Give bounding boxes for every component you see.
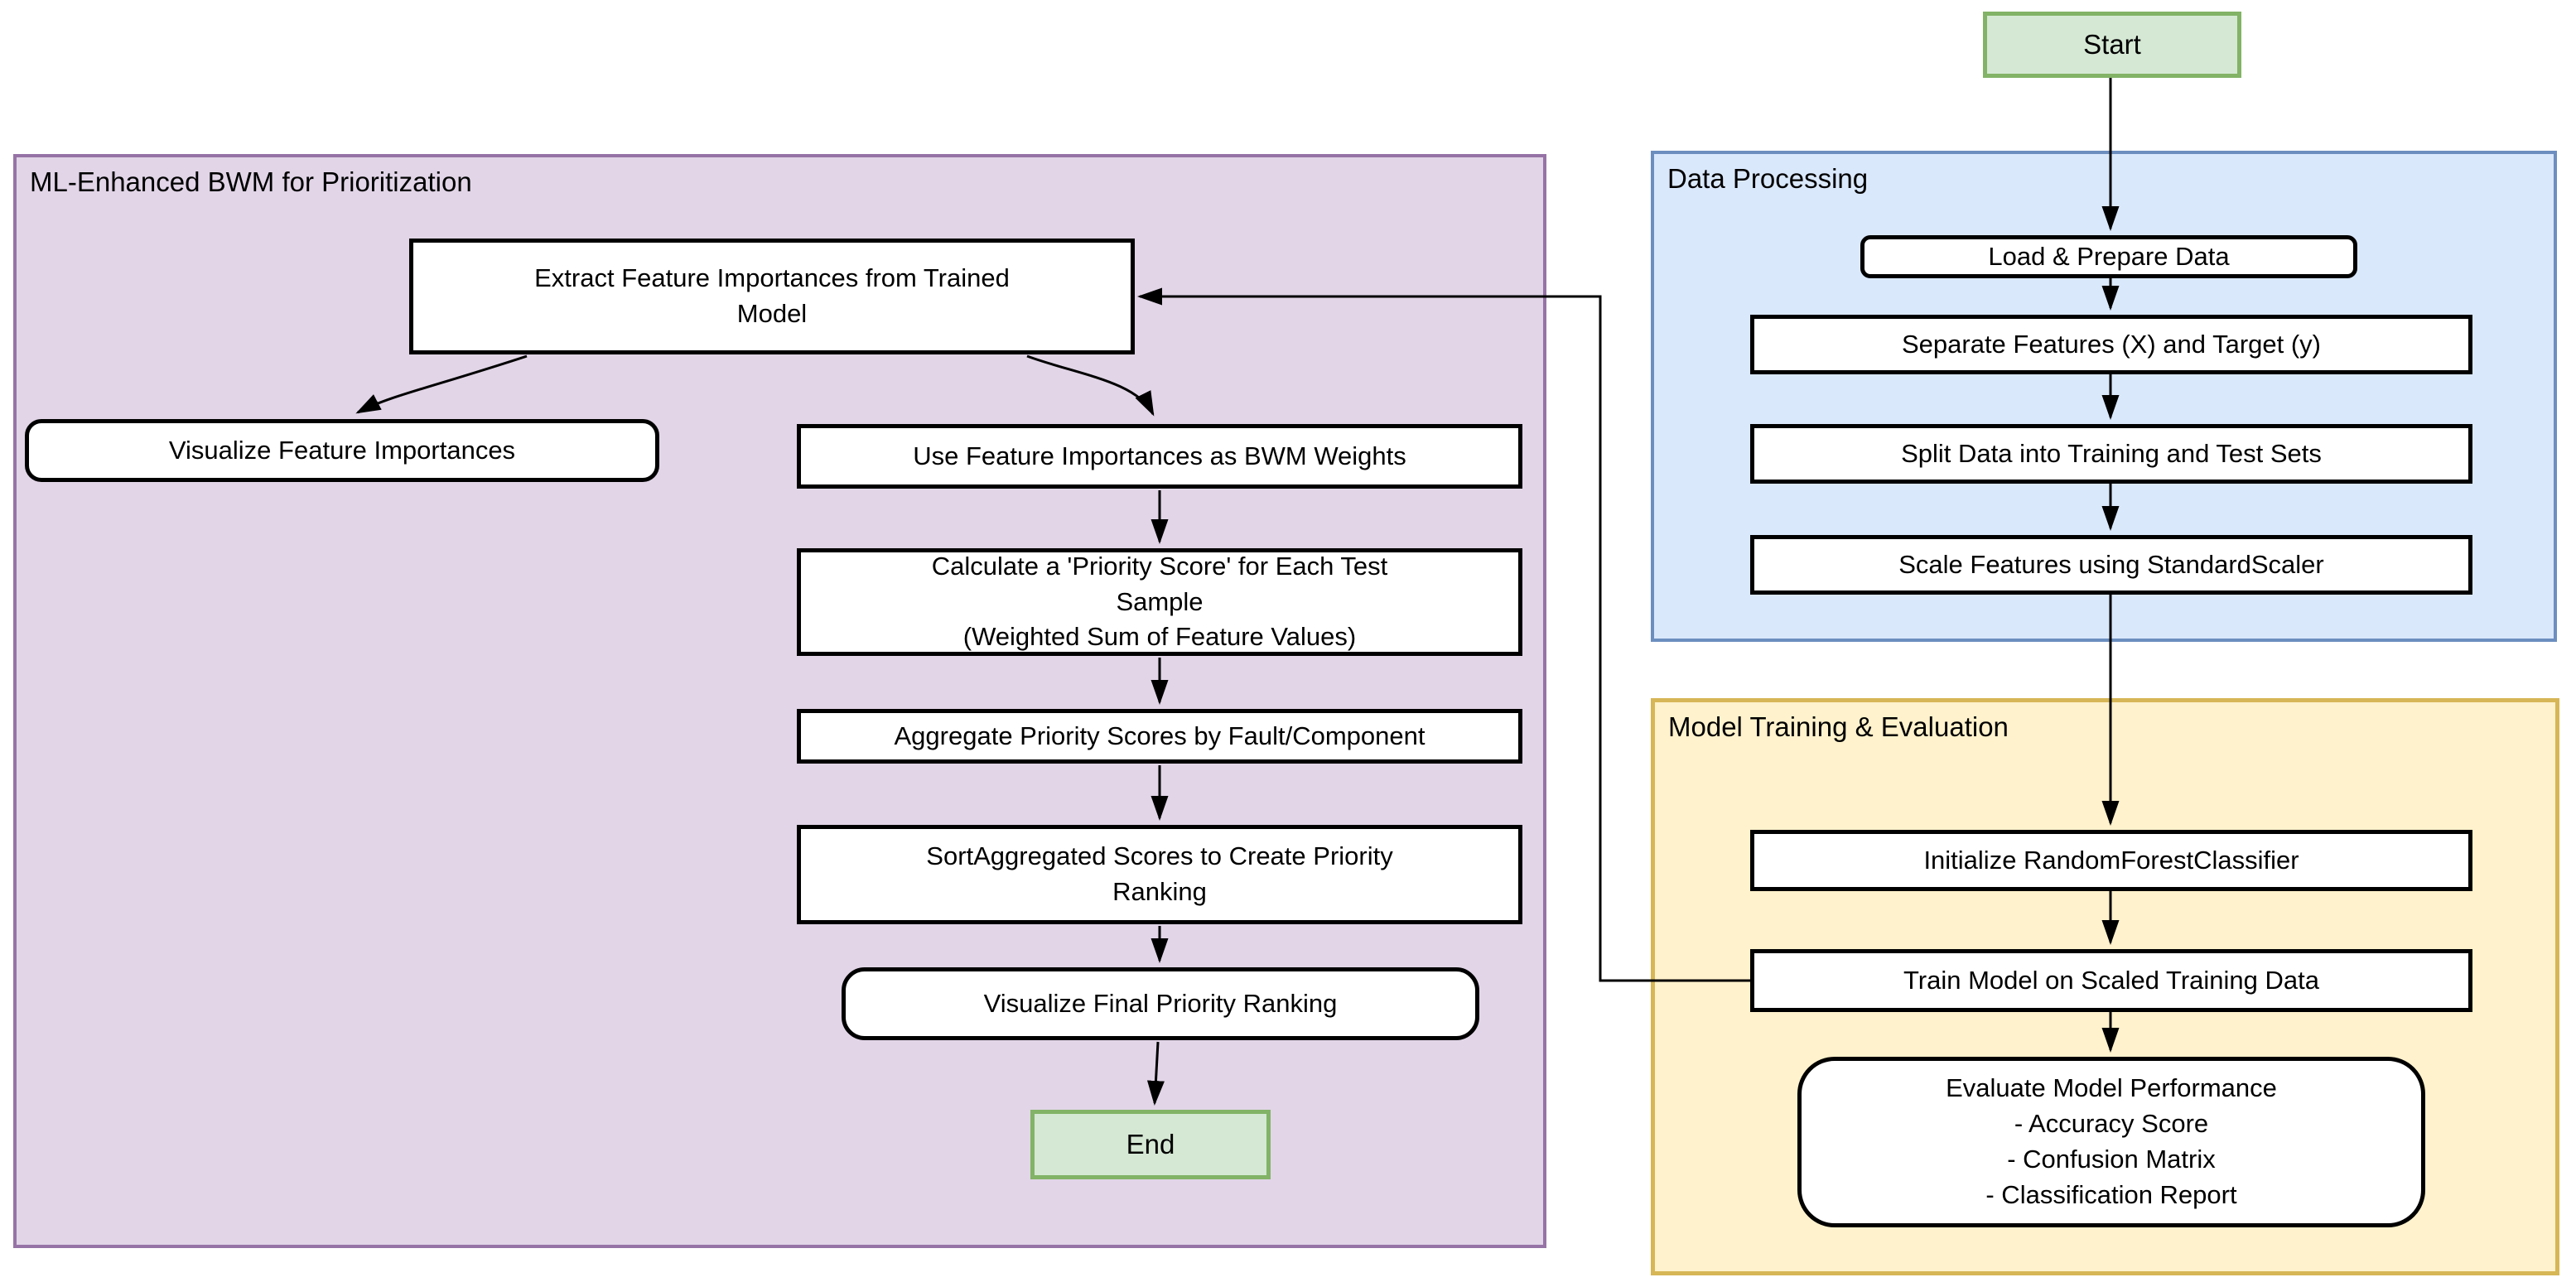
node-evaluate-model: Evaluate Model Performance - Accuracy Sc… — [1797, 1057, 2425, 1227]
section-model-training-title: Model Training & Evaluation — [1668, 711, 2009, 742]
node-scale-features: Scale Features using StandardScaler — [1750, 535, 2472, 595]
node-separate-features: Separate Features (X) and Target (y) — [1750, 315, 2472, 374]
node-use-bwm-weights: Use Feature Importances as BWM Weights — [797, 424, 1522, 489]
node-start: Start — [1983, 12, 2241, 78]
section-bwm-title: ML-Enhanced BWM for Prioritization — [30, 166, 472, 197]
node-aggregate-scores: Aggregate Priority Scores by Fault/Compo… — [797, 709, 1522, 764]
node-split-data: Split Data into Training and Test Sets — [1750, 424, 2472, 484]
node-train-model: Train Model on Scaled Training Data — [1750, 949, 2472, 1012]
node-calculate-priority-score: Calculate a 'Priority Score' for Each Te… — [797, 548, 1522, 656]
node-sort-scores: SortAggregated Scores to Create Priority… — [797, 825, 1522, 924]
node-visualize-importances: Visualize Feature Importances — [25, 419, 659, 482]
section-data-processing-title: Data Processing — [1667, 163, 1869, 194]
node-initialize-classifier: Initialize RandomForestClassifier — [1750, 830, 2472, 891]
node-visualize-final-ranking: Visualize Final Priority Ranking — [842, 967, 1479, 1040]
node-load-prepare-data: Load & Prepare Data — [1860, 235, 2357, 278]
node-end: End — [1030, 1110, 1271, 1179]
node-extract-importances: Extract Feature Importances from Trained… — [409, 239, 1135, 354]
